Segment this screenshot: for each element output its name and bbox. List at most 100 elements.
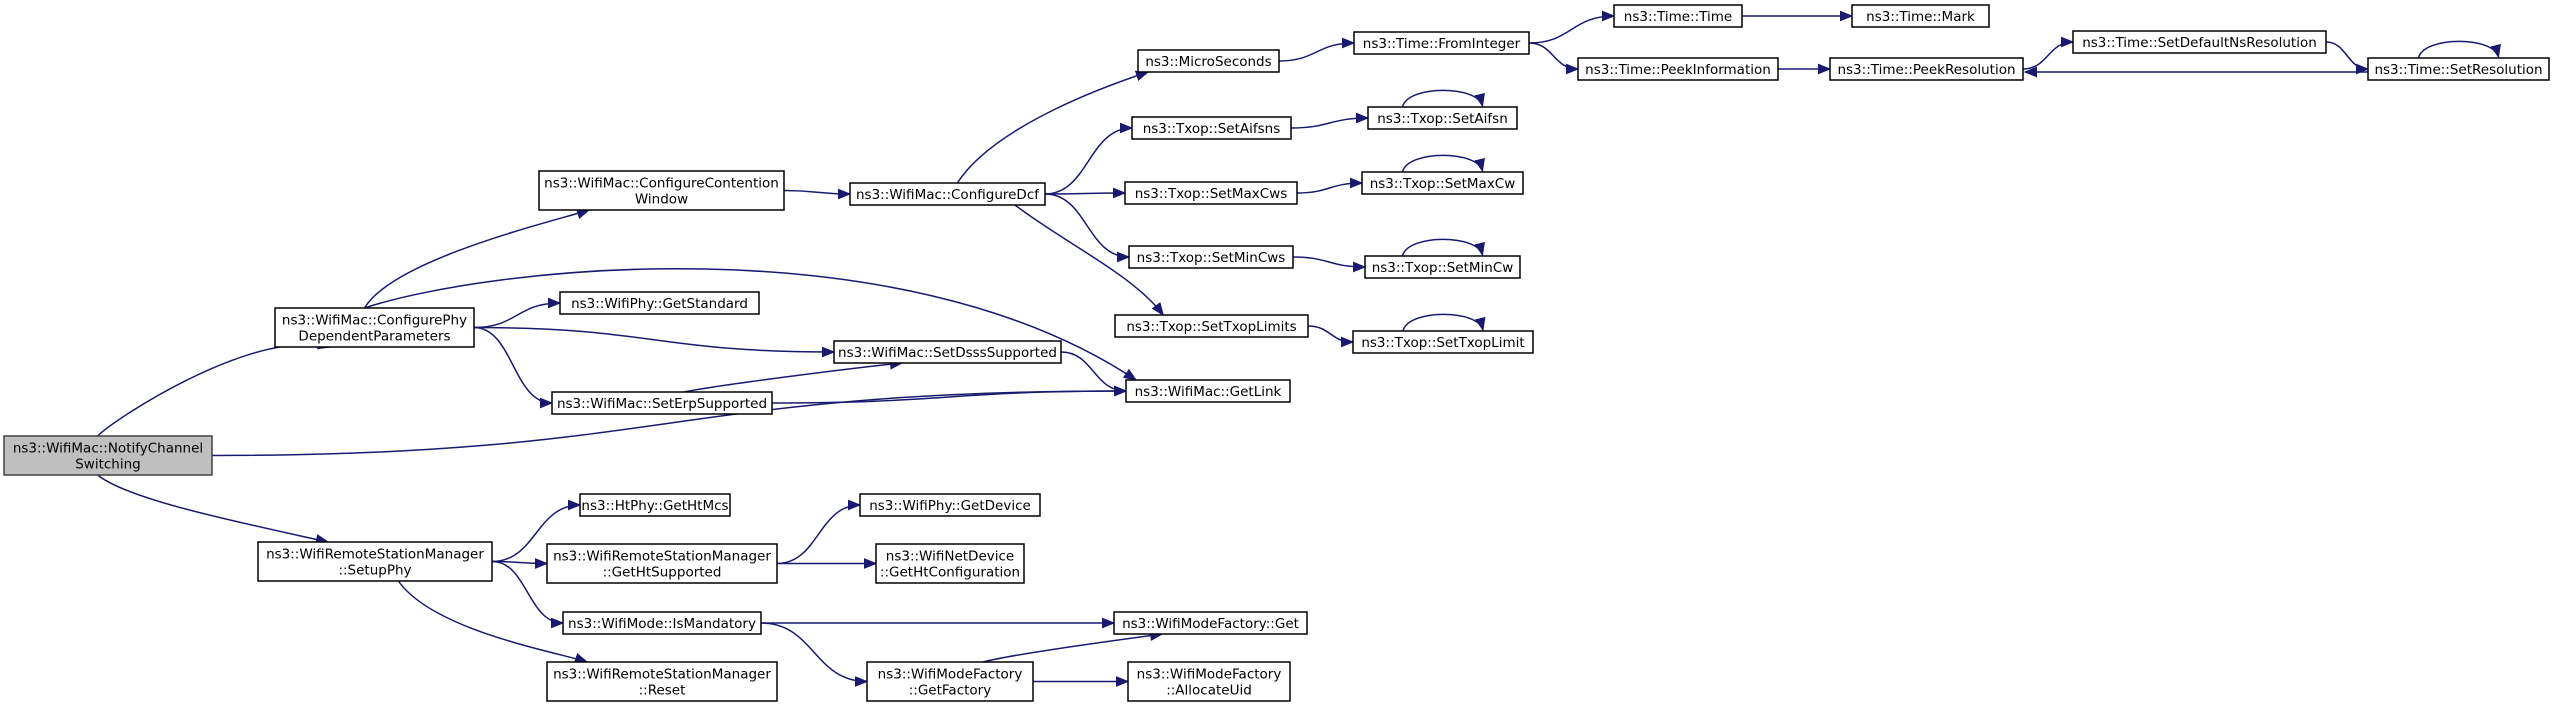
edge-peek_res-to-set_default_ns — [2022, 36, 2075, 70]
node-set-txoplimits[interactable]: ns3::Txop::SetTxopLimits — [1114, 314, 1309, 338]
edge-config_dcf-to-set_mincws — [1044, 193, 1131, 263]
edge-setup_phy-to-reset — [397, 580, 589, 664]
node-label: ns3::Txop::SetMinCw — [1372, 260, 1514, 276]
node-set-erp[interactable]: ns3::WifiMac::SetErpSupported — [551, 391, 773, 415]
node-set-maxcw[interactable]: ns3::Txop::SetMaxCw — [1361, 171, 1524, 195]
edge-set_erp-to-set_dsss — [683, 358, 904, 393]
edge-setup_phy-to-get_htmcs — [491, 499, 582, 563]
node-set-mincw[interactable]: ns3::Txop::SetMinCw — [1364, 255, 1521, 279]
node-box — [1353, 31, 1530, 55]
node-label: ns3::Time::PeekResolution — [1837, 62, 2015, 78]
edge-set_res-to-set_res — [2417, 40, 2501, 59]
node-box — [1131, 116, 1292, 140]
node-label: ns3::Txop::SetTxopLimits — [1126, 319, 1296, 335]
node-label: ns3::WifiPhy::GetDevice — [869, 498, 1031, 514]
node-box — [1361, 171, 1524, 195]
edge-set_maxcw-to-set_maxcw — [1401, 154, 1485, 173]
edge-set_default_ns-to-set_res — [2325, 41, 2370, 75]
node-box — [579, 493, 731, 517]
edge-notify-to-get_link — [211, 385, 1128, 457]
node-label: ns3::Time::SetDefaultNsResolution — [2082, 35, 2317, 51]
node-label: ns3::Time::Time — [1624, 9, 1732, 25]
node-set-maxcws[interactable]: ns3::Txop::SetMaxCws — [1124, 181, 1298, 205]
node-box — [257, 541, 493, 582]
node-reset[interactable]: ns3::WifiRemoteStationManager::Reset — [546, 661, 778, 702]
node-box — [1114, 314, 1309, 338]
edge-get_ht_supported-to-get_device — [776, 499, 862, 565]
node-get-htmcs[interactable]: ns3::HtPhy::GetHtMcs — [579, 493, 731, 517]
node-config-dcf[interactable]: ns3::WifiMac::ConfigureDcf — [849, 182, 1046, 206]
node-label: ns3::WifiNetDevice — [886, 549, 1014, 565]
edge-set_aifsn-to-set_aifsn — [1401, 89, 1485, 108]
node-box — [2367, 57, 2550, 81]
node-micro[interactable]: ns3::MicroSeconds — [1137, 49, 1280, 73]
node-set-dsss[interactable]: ns3::WifiMac::SetDsssSupported — [833, 340, 1062, 364]
node-label: ns3::Time::FromInteger — [1363, 36, 1521, 52]
edge-from_integer-to-peek_info — [1528, 42, 1580, 75]
node-box — [866, 661, 1034, 702]
node-label: ns3::WifiMode::IsMandatory — [568, 616, 756, 632]
node-box — [546, 543, 778, 584]
edge-config_phy-to-set_erp — [473, 326, 554, 409]
node-get-standard[interactable]: ns3::WifiPhy::GetStandard — [559, 291, 760, 315]
edge-set_mincws-to-set_mincw — [1292, 256, 1367, 273]
node-box — [3, 435, 213, 476]
node-label: ns3::WifiRemoteStationManager — [266, 547, 484, 563]
node-from-integer[interactable]: ns3::Time::FromInteger — [1353, 31, 1530, 55]
node-setup-phy[interactable]: ns3::WifiRemoteStationManager::SetupPhy — [257, 541, 493, 582]
node-box — [1124, 181, 1298, 205]
node-box — [1613, 4, 1743, 28]
node-label: Switching — [75, 457, 141, 473]
edge-set_maxcws-to-set_maxcw — [1296, 177, 1364, 194]
node-label: ns3::WifiMac::ConfigureDcf — [856, 187, 1040, 203]
node-label: ::GetFactory — [909, 683, 991, 699]
edge-config_dcf-to-set_txoplimits — [1014, 204, 1165, 317]
edge-set_dsss-to-get_link — [1060, 351, 1128, 397]
node-label: ns3::WifiMac::SetErpSupported — [557, 396, 767, 412]
node-box — [1364, 255, 1521, 279]
node-label: ns3::MicroSeconds — [1145, 54, 1271, 70]
node-is-mandatory[interactable]: ns3::WifiMode::IsMandatory — [562, 611, 762, 635]
node-label: DependentParameters — [298, 329, 450, 345]
node-set-default-ns[interactable]: ns3::Time::SetDefaultNsResolution — [2072, 30, 2327, 54]
edge-notify-to-config_phy — [97, 338, 332, 437]
node-get-factory[interactable]: ns3::WifiModeFactory::GetFactory — [866, 661, 1034, 702]
edge-set_txoplimit-to-set_txoplimit — [1402, 313, 1486, 332]
node-label: ns3::WifiModeFactory::Get — [1122, 616, 1299, 632]
node-config-phy[interactable]: ns3::WifiMac::ConfigurePhyDependentParam… — [274, 307, 475, 348]
edge-set_erp-to-get_link — [771, 385, 1128, 404]
node-set-aifsn[interactable]: ns3::Txop::SetAifsn — [1367, 106, 1518, 130]
node-label: ns3::WifiPhy::GetStandard — [571, 296, 748, 312]
edge-config_dcf-to-set_aifsns — [1044, 122, 1134, 195]
node-label: ::GetHtConfiguration — [880, 565, 1020, 581]
edge-config_dcf-to-micro — [956, 70, 1150, 184]
node-label: ns3::Time::Mark — [1866, 9, 1975, 25]
node-set-mincws[interactable]: ns3::Txop::SetMinCws — [1128, 245, 1294, 269]
node-set-aifsns[interactable]: ns3::Txop::SetAifsns — [1131, 116, 1292, 140]
node-get-ht-supported[interactable]: ns3::WifiRemoteStationManager::GetHtSupp… — [546, 543, 778, 584]
node-get-link[interactable]: ns3::WifiMac::GetLink — [1125, 379, 1291, 403]
node-box — [551, 391, 773, 415]
node-set-txoplimit[interactable]: ns3::Txop::SetTxopLimit — [1352, 330, 1534, 354]
node-label: ns3::WifiModeFactory — [1137, 667, 1282, 683]
node-label: ns3::Txop::SetMaxCws — [1135, 186, 1288, 202]
node-peek-res[interactable]: ns3::Time::PeekResolution — [1829, 57, 2024, 81]
edge-micro-to-from_integer — [1278, 37, 1356, 62]
node-box — [274, 307, 475, 348]
node-time-time[interactable]: ns3::Time::Time — [1613, 4, 1743, 28]
node-peek-info[interactable]: ns3::Time::PeekInformation — [1577, 57, 1779, 81]
node-get-device[interactable]: ns3::WifiPhy::GetDevice — [859, 493, 1041, 517]
node-time-mark[interactable]: ns3::Time::Mark — [1851, 4, 1990, 28]
node-get-ht-config[interactable]: ns3::WifiNetDevice::GetHtConfiguration — [875, 543, 1025, 584]
node-box — [562, 611, 762, 635]
edge-set_txoplimits-to-set_txoplimit — [1307, 325, 1355, 348]
node-label: ns3::Txop::SetTxopLimit — [1361, 335, 1524, 351]
node-mode-factory-get[interactable]: ns3::WifiModeFactory::Get — [1113, 611, 1308, 635]
edge-from_integer-to-time_time — [1528, 10, 1616, 44]
node-set-res[interactable]: ns3::Time::SetResolution — [2367, 57, 2550, 81]
node-allocate-uid[interactable]: ns3::WifiModeFactory::AllocateUid — [1127, 661, 1291, 702]
node-label: ns3::WifiMac::GetLink — [1135, 384, 1282, 400]
